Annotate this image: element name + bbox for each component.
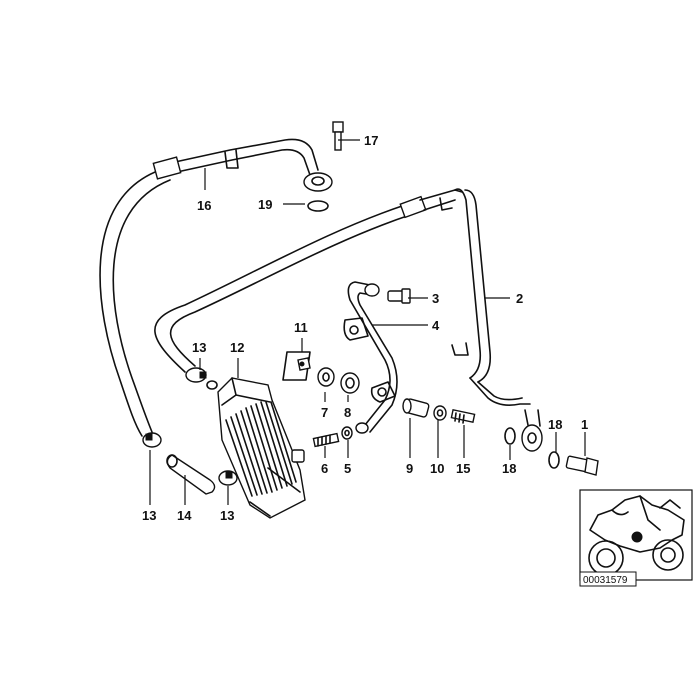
seal-ring-18-right	[548, 451, 560, 469]
callout-15: 15	[456, 461, 470, 476]
washer-10	[433, 405, 447, 421]
location-marker	[631, 531, 643, 543]
washer-7	[317, 367, 335, 387]
callout-17: 17	[364, 133, 378, 148]
hose-clamp-13-right	[218, 470, 238, 486]
callout-3: 3	[432, 291, 439, 306]
callout-5: 5	[344, 461, 351, 476]
callout-16: 16	[197, 198, 211, 213]
callout-12: 12	[230, 340, 244, 355]
seal-ring-18-left	[504, 427, 516, 445]
hose-piece-14	[166, 454, 216, 495]
oil-pipe-4	[343, 281, 398, 434]
callout-18-right: 18	[548, 417, 562, 432]
callout-13-right: 13	[220, 508, 234, 523]
oil-pipe-2	[451, 188, 543, 452]
callout-9: 9	[406, 461, 413, 476]
washer-5	[341, 426, 353, 440]
oil-hose-16	[99, 138, 319, 437]
bolt-3	[387, 288, 411, 304]
motorcycle-inset: 00031579	[579, 489, 693, 587]
callout-2: 2	[516, 291, 523, 306]
grommet-8	[340, 372, 360, 394]
callout-1: 1	[581, 417, 588, 432]
callout-13-top: 13	[192, 340, 206, 355]
oil-cooler-12	[217, 377, 306, 519]
spacer-9	[402, 398, 430, 418]
bolt-15	[450, 408, 476, 424]
oil-hose-upper	[154, 189, 463, 373]
hose-clamp-13-left	[142, 432, 162, 448]
callout-14: 14	[177, 508, 192, 523]
callout-11: 11	[294, 320, 308, 335]
inset-reference-number: 00031579	[583, 575, 628, 586]
banjo-fitting	[303, 172, 333, 192]
callout-8: 8	[344, 405, 351, 420]
bolt-17	[332, 121, 344, 151]
banjo-bolt-1	[565, 455, 599, 476]
callout-7: 7	[321, 405, 328, 420]
hose-clamp-13-top	[185, 367, 218, 390]
screw-6	[312, 432, 340, 448]
callout-19: 19	[258, 197, 272, 212]
seal-ring-19	[307, 200, 329, 212]
callout-6: 6	[321, 461, 328, 476]
clip-nut-11	[282, 351, 311, 381]
callout-4: 4	[432, 318, 440, 333]
callout-10: 10	[430, 461, 444, 476]
callout-13-left: 13	[142, 508, 156, 523]
callout-18-left: 18	[502, 461, 516, 476]
